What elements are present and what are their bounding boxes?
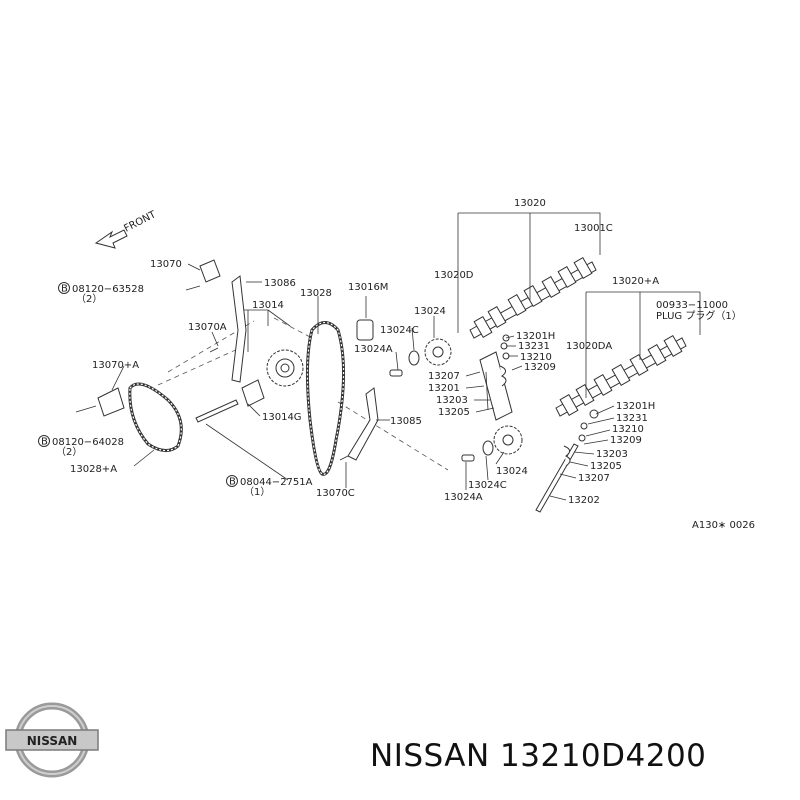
label-13231-bot: 13231 (616, 413, 648, 424)
label-08120-64028-qty: （2） (56, 446, 82, 458)
label-13203-bot: 13203 (596, 449, 628, 460)
svg-text:B: B (229, 477, 236, 488)
label-13207-top: 13207 (428, 371, 460, 382)
label-13203-top: 13203 (436, 395, 468, 406)
cam-sprocket-upper (424, 338, 452, 366)
label-13024-bot: 13024 (496, 466, 528, 477)
label-13016m: 13016M (348, 282, 388, 293)
label-08044-2751a: 08044−2751A (240, 477, 313, 488)
label-13070c: 13070C (316, 488, 355, 499)
label-13020a: 13020+A (612, 276, 659, 287)
crank-sprocket (266, 349, 304, 387)
svg-text:NISSAN: NISSAN (27, 734, 78, 748)
svg-text:B: B (61, 284, 68, 295)
label-13202: 13202 (568, 495, 600, 506)
bolt-marker-3: B (226, 475, 238, 488)
label-13207-bot: 13207 (578, 473, 610, 484)
brand-name: NISSAN (370, 738, 490, 774)
diagram-ref-code: A130∗ 0026 (692, 520, 755, 531)
label-13024-top: 13024 (414, 306, 446, 317)
label-13020: 13020 (514, 198, 546, 209)
label-13014g: 13014G (262, 412, 302, 423)
label-13201-top: 13201 (428, 383, 460, 394)
camshaft-upper (469, 257, 597, 339)
label-13205-bot: 13205 (590, 461, 622, 472)
chain-guide-13085 (347, 387, 379, 461)
label-13070a: 13070A (188, 322, 227, 333)
label-13210-bot: 13210 (612, 424, 644, 435)
label-13028: 13028 (300, 288, 332, 299)
label-13024c-bot: 13024C (468, 480, 507, 491)
label-13205-top: 13205 (438, 407, 470, 418)
valve-train-upper (479, 334, 513, 421)
label-08120-63528: 08120−63528 (72, 284, 144, 295)
label-13086: 13086 (264, 278, 296, 289)
cam-sprocket-lower (493, 425, 523, 455)
bolt-marker-1: B (58, 282, 70, 295)
part-title: NISSAN 13210D4200 (370, 738, 706, 774)
label-plug: PLUG プラグ（1） (656, 309, 742, 322)
bolt-marker-2: B (38, 435, 50, 448)
front-arrow: FRONT (94, 209, 159, 249)
label-13024a-top: 13024A (354, 344, 393, 355)
label-13024c-top: 13024C (380, 325, 419, 336)
label-13020da: 13020DA (566, 341, 612, 352)
tensioner-13070 (199, 259, 221, 283)
label-13070: 13070 (150, 259, 182, 270)
label-13028-plus-a: 13028+A (70, 464, 117, 475)
part-number: 13210D4200 (500, 738, 707, 774)
label-08120-64028: 08120−64028 (52, 437, 124, 448)
label-08120-63528-qty: （2） (76, 293, 102, 305)
label-13024a-bot: 13024A (444, 492, 483, 503)
tensioner-13070a (97, 387, 125, 417)
label-13001c: 13001C (574, 223, 613, 234)
chain-guide-13086 (231, 275, 247, 383)
svg-text:B: B (41, 437, 48, 448)
label-13070-plus-a: 13070+A (92, 360, 139, 371)
valve-train-lower (535, 409, 599, 513)
label-13209-top: 13209 (524, 362, 556, 373)
label-13201h-bot: 13201H (616, 401, 655, 412)
label-13201h-top: 13201H (516, 331, 555, 342)
label-08044-2751a-qty: （1） (244, 486, 270, 498)
tensioner-13014g (241, 379, 265, 407)
camshaft-lower (555, 335, 687, 417)
front-label: FRONT (122, 209, 158, 235)
secondary-chain (128, 382, 183, 452)
label-13085: 13085 (390, 416, 422, 427)
label-00933: 00933−11000 (656, 300, 728, 311)
label-13020d: 13020D (434, 270, 474, 281)
label-13014: 13014 (252, 300, 284, 311)
label-13210-top: 13210 (520, 352, 552, 363)
label-13231-top: 13231 (518, 341, 550, 352)
label-13209-bot: 13209 (610, 435, 642, 446)
nissan-logo: NISSAN (5, 702, 99, 778)
timing-chain (305, 321, 346, 476)
